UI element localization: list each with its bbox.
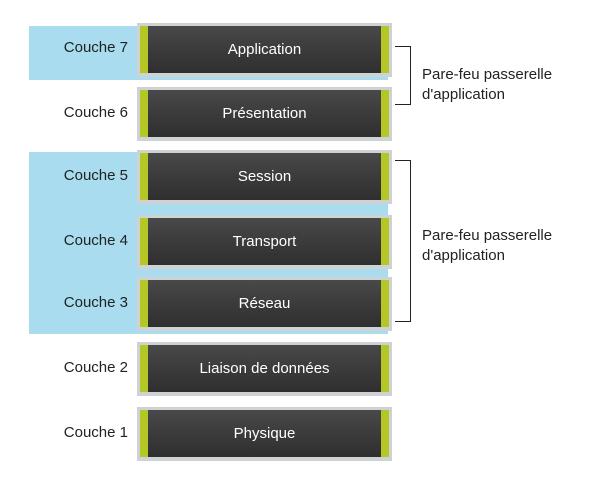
layer-name: Physique [233, 425, 296, 442]
layer-box-face [140, 26, 389, 73]
layer-label-6: Couche 6 [63, 104, 128, 121]
layer-label-3: Couche 3 [63, 294, 128, 311]
accent-stripe-left [140, 218, 148, 265]
accent-stripe-right [381, 218, 389, 265]
layer-box-transport: Transport [137, 215, 392, 269]
layer-name: Liaison de données [199, 360, 330, 377]
layer-box-face [140, 90, 389, 137]
accent-stripe-left [140, 410, 148, 457]
bracket-upper [395, 46, 411, 105]
accent-stripe-left [140, 345, 148, 392]
layer-label-7: Couche 7 [63, 39, 128, 56]
accent-stripe-right [381, 280, 389, 327]
annotation-line: Pare-feu passerelle [422, 227, 553, 244]
accent-stripe-left [140, 26, 148, 73]
layer-box-liaison: Liaison de données [137, 342, 392, 396]
accent-stripe-right [381, 345, 389, 392]
annotation-line: Pare-feu passerelle [422, 66, 553, 83]
layer-box-application: Application [137, 23, 392, 77]
layer-box-face [140, 345, 389, 392]
layer-box-face [140, 218, 389, 265]
layer-label-2: Couche 2 [63, 359, 128, 376]
layer-name: Application [227, 41, 302, 58]
layer-box-face [140, 410, 389, 457]
accent-stripe-right [381, 410, 389, 457]
layer-name: Session [237, 168, 292, 185]
accent-stripe-right [381, 26, 389, 73]
annotation-upper: Pare-feu passerelle d'application [422, 65, 592, 105]
accent-stripe-right [381, 153, 389, 200]
layer-box-session: Session [137, 150, 392, 204]
layer-label-1: Couche 1 [63, 424, 128, 441]
layer-box-face [140, 153, 389, 200]
accent-stripe-right [381, 90, 389, 137]
bracket-lower [395, 160, 411, 322]
layer-label-5: Couche 5 [63, 167, 128, 184]
accent-stripe-left [140, 153, 148, 200]
layer-box-presentation: Présentation [137, 87, 392, 141]
layer-name: Réseau [238, 295, 291, 312]
accent-stripe-left [140, 90, 148, 137]
annotation-line: d'application [422, 247, 505, 264]
annotation-line: d'application [422, 86, 505, 103]
annotation-lower: Pare-feu passerelle d'application [422, 226, 592, 266]
layer-box-reseau: Réseau [137, 277, 392, 331]
layer-name: Présentation [222, 105, 307, 122]
layer-box-face [140, 280, 389, 327]
layer-name: Transport [232, 233, 297, 250]
layer-box-physique: Physique [137, 407, 392, 461]
accent-stripe-left [140, 280, 148, 327]
layer-label-4: Couche 4 [63, 232, 128, 249]
